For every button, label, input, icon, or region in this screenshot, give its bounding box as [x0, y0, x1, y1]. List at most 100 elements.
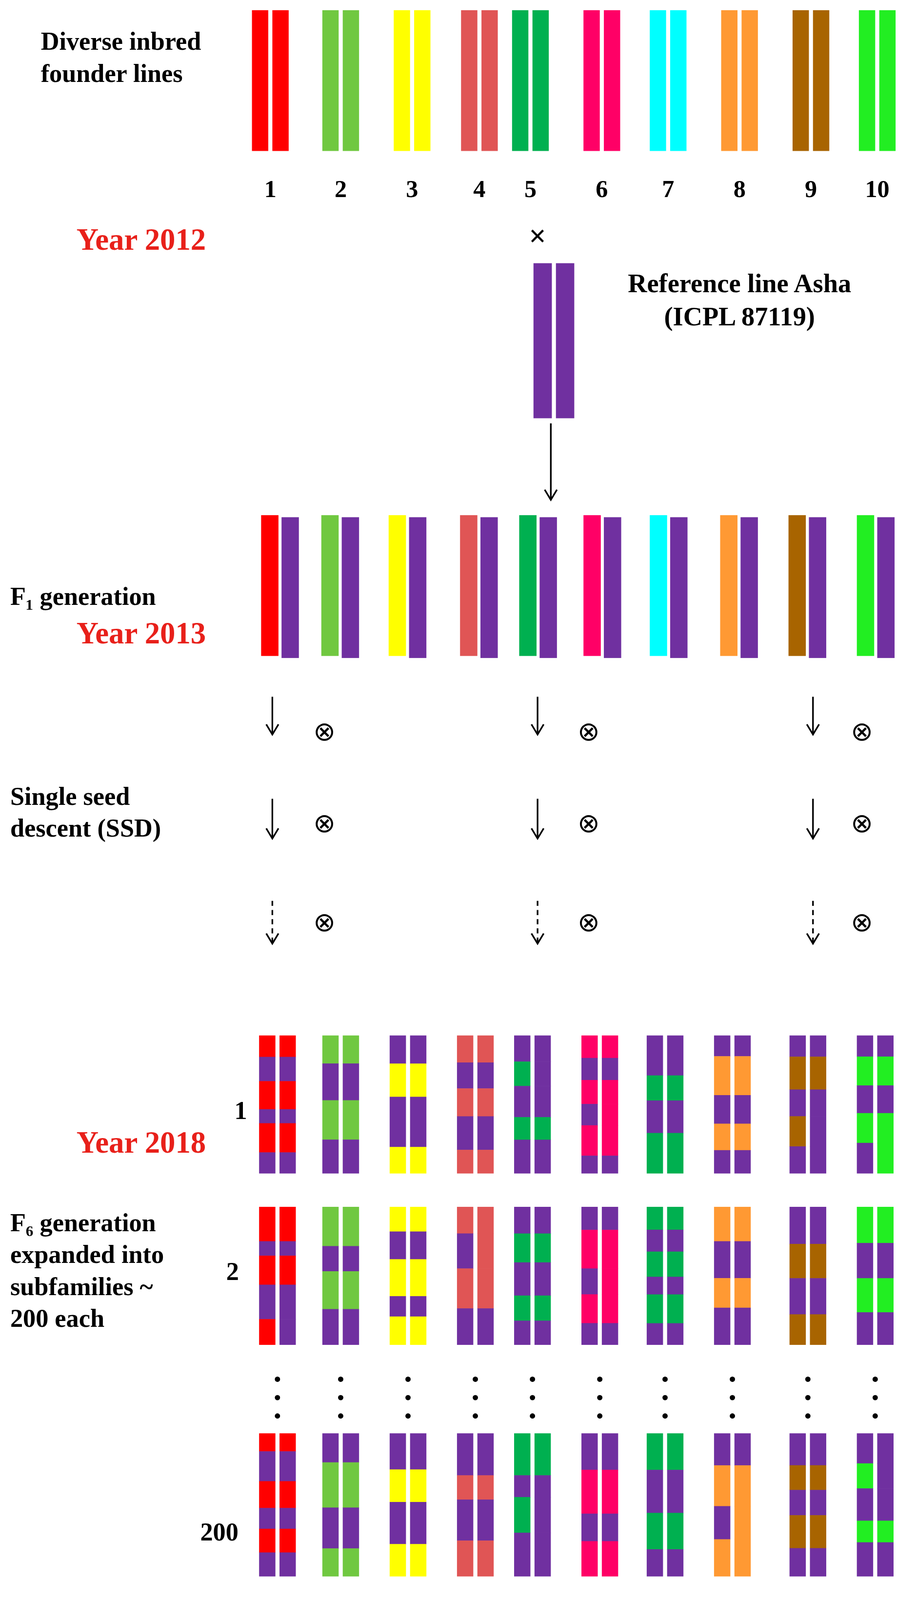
- chromosome-bar: [260, 515, 279, 657]
- continuation-dot: [872, 1376, 878, 1382]
- chromosome-segment: [410, 1316, 427, 1345]
- chromosome-segment: [789, 1514, 806, 1549]
- chromosome-segment: [477, 1115, 494, 1150]
- chromosome-segment: [389, 1501, 406, 1545]
- chromosome-segment: [534, 1061, 551, 1087]
- chromosome-segment: [734, 1206, 751, 1242]
- chromosome-segment: [514, 1532, 531, 1577]
- chromosome-segment: [667, 1100, 684, 1134]
- chromosome-segment: [667, 1512, 684, 1550]
- chromosome-segment: [457, 1062, 474, 1089]
- chromosome-segment: [410, 1501, 427, 1545]
- chromosome-segment: [389, 1433, 406, 1470]
- chromosome-segment: [667, 1323, 684, 1345]
- chromosome-segment: [514, 1061, 531, 1087]
- chromosome-segment: [810, 1433, 827, 1466]
- chromosome-segment: [810, 1035, 827, 1057]
- chromosome-segment: [477, 1540, 494, 1577]
- arrow-head: [806, 933, 819, 944]
- chromosome-bar: [556, 263, 575, 419]
- chromosome-bar: [583, 10, 600, 152]
- chromosome-segment: [714, 1095, 731, 1124]
- chromosome-segment: [514, 1262, 531, 1296]
- arrow-shaft: [812, 900, 814, 944]
- chromosome-segment: [457, 1474, 474, 1500]
- row-heading: F₆ generation expanded into subfamilies …: [10, 1206, 189, 1335]
- selfing-symbol: ⊗: [301, 905, 347, 939]
- continuation-dot: [338, 1394, 344, 1401]
- chromosome-segment: [410, 1231, 427, 1260]
- chromosome-segment: [646, 1433, 663, 1470]
- arrow-shaft: [271, 900, 274, 944]
- chromosome-segment: [410, 1295, 427, 1317]
- chromosome-segment: [789, 1089, 806, 1116]
- chromosome-segment: [342, 1271, 359, 1310]
- chromosome-segment: [534, 1035, 551, 1062]
- chromosome-segment: [342, 1139, 359, 1174]
- chromosome-bar: [481, 10, 498, 152]
- chromosome-segment: [856, 1085, 874, 1114]
- chromosome-segment: [581, 1035, 598, 1059]
- arrow-shaft: [812, 798, 814, 839]
- chromosome-segment: [581, 1540, 598, 1576]
- chromosome-segment: [322, 1548, 339, 1577]
- chromosome-segment: [789, 1465, 806, 1491]
- arrow-shaft: [536, 696, 538, 735]
- chromosome-segment: [856, 1113, 874, 1144]
- chromosome-segment: [734, 1277, 751, 1308]
- arrow-head: [531, 933, 544, 944]
- chromosome-segment: [667, 1294, 684, 1324]
- chromosome-segment: [534, 1433, 551, 1476]
- chromosome-segment: [581, 1057, 598, 1081]
- chromosome-segment: [810, 1206, 827, 1245]
- founder-number: 1: [244, 173, 297, 205]
- arrow-shaft: [812, 696, 814, 735]
- continuation-dot: [274, 1376, 280, 1382]
- chromosome-segment: [322, 1139, 339, 1174]
- chromosome-segment: [457, 1206, 474, 1234]
- chromosome-segment: [258, 1318, 276, 1345]
- continuation-dot: [405, 1394, 411, 1401]
- chromosome-bar: [409, 517, 427, 658]
- chromosome-segment: [581, 1103, 598, 1126]
- chromosome-segment: [581, 1268, 598, 1295]
- continuation-dot: [529, 1376, 536, 1382]
- chromosome-segment: [646, 1075, 663, 1101]
- chromosome-bar: [740, 517, 758, 658]
- chromosome-segment: [322, 1245, 339, 1272]
- chromosome-segment: [322, 1035, 339, 1064]
- chromosome-segment: [258, 1109, 276, 1124]
- chromosome-segment: [646, 1229, 663, 1252]
- selfing-symbol: ⊗: [301, 806, 347, 840]
- chromosome-segment: [342, 1309, 359, 1345]
- chromosome-segment: [601, 1469, 618, 1514]
- chromosome-segment: [877, 1312, 894, 1345]
- chromosome-segment: [279, 1507, 296, 1529]
- chromosome-segment: [457, 1233, 474, 1269]
- chromosome-segment: [514, 1320, 531, 1345]
- continuation-dot: [597, 1394, 603, 1401]
- chromosome-segment: [734, 1123, 751, 1151]
- chromosome-segment: [322, 1462, 339, 1508]
- chromosome-segment: [734, 1240, 751, 1278]
- chromosome-segment: [279, 1451, 296, 1482]
- chromosome-segment: [279, 1123, 296, 1153]
- chromosome-segment: [856, 1242, 874, 1279]
- chromosome-segment: [714, 1307, 731, 1345]
- chromosome-segment: [389, 1035, 406, 1064]
- chromosome-segment: [389, 1258, 406, 1296]
- chromosome-segment: [856, 1056, 874, 1086]
- selfing-symbol: ⊗: [566, 905, 612, 939]
- chromosome-segment: [734, 1538, 751, 1576]
- continuation-dot: [729, 1413, 736, 1419]
- chromosome-segment: [601, 1294, 618, 1324]
- chromosome-segment: [877, 1277, 894, 1313]
- chromosome-segment: [457, 1433, 474, 1476]
- chromosome-segment: [646, 1549, 663, 1577]
- chromosome-segment: [646, 1276, 663, 1295]
- continuation-dot: [405, 1413, 411, 1419]
- year-label: Year 2018: [76, 1123, 230, 1162]
- chromosome-bar: [414, 10, 431, 152]
- chromosome-segment: [258, 1507, 276, 1529]
- chromosome-segment: [258, 1284, 276, 1320]
